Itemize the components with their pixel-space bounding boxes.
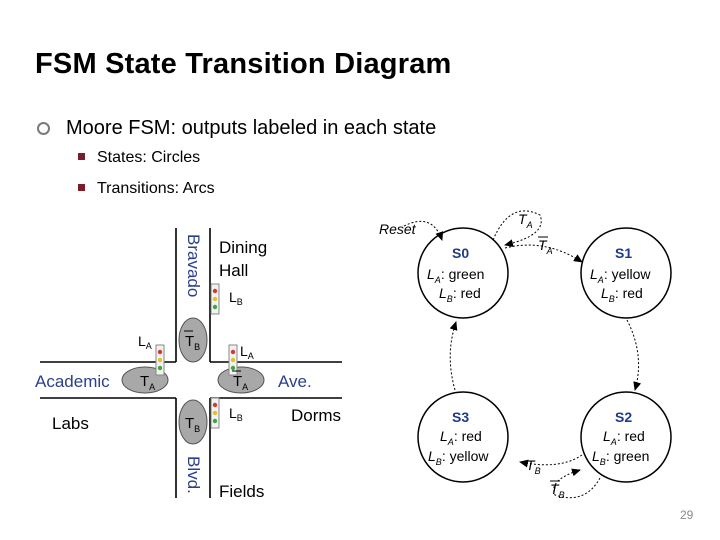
transition-s2-s3 [519,454,583,468]
page-number: 29 [680,508,694,522]
transition-s2-self [553,468,601,499]
state-output-b-s2: LB: green [592,448,649,467]
light-label-la: LA [138,333,152,351]
state-name-s3: S3 [452,409,469,425]
traffic-light-lb-bottom [210,397,220,429]
building-dining-1: Dining [219,238,267,257]
traffic-light-la-right [228,344,238,376]
state-name-s0: S0 [452,245,469,261]
transition-label-ta-bar: TA [538,237,553,256]
sub-bullet-text: Transitions: Arcs [97,180,215,197]
slide-title: FSM State Transition Diagram [35,48,452,80]
state-output-a-s3: LA: red [440,428,482,447]
main-bullet-text: Moore FSM: outputs labeled in each state [66,117,437,139]
square-bullet-icon [78,184,85,191]
sensor-tb-top [178,317,208,363]
street-label-blvd: Blvd. [184,456,203,494]
state-output-a-s2: LA: red [603,428,645,447]
light-label-lb: LB [229,405,243,423]
state-s2 [580,391,672,483]
transition-label-ta: TA [518,211,533,230]
sensor-label: TB [185,333,200,352]
transition-s3-s0 [449,321,458,391]
state-s0 [417,227,509,319]
traffic-light-lb-top [210,283,220,315]
state-output-b-s0: LB: red [439,285,481,304]
sensor-label: TA [233,373,248,392]
street-label-ave: Ave. [278,372,312,391]
building-labs: Labs [52,414,89,433]
light-label-lb: LB [229,289,243,307]
street-label-academic: Academic [35,372,110,391]
state-s1 [580,227,672,319]
state-output-a-s0: LA: green [427,266,484,285]
light-label-la: LA [240,343,254,361]
traffic-light-la-left [155,344,165,376]
building-dining-2: Hall [219,261,248,280]
transition-s1-s2 [626,319,642,391]
state-s3 [417,391,509,483]
transition-s0-self [492,210,542,248]
square-bullet-icon [78,153,85,160]
sensor-tb-bottom [178,399,208,445]
sensor-label: TA [140,373,155,392]
state-name-s2: S2 [615,409,632,425]
sub-bullet-text: States: Circles [97,149,201,166]
state-output-b-s3: LB: yellow [428,448,489,467]
transition-s0-s1 [504,244,583,263]
building-fields: Fields [219,482,264,501]
state-output-b-s1: LB: red [601,285,643,304]
sensor-label: TB [185,415,200,434]
transition-label-tb: TB [526,457,541,476]
street-label-bravado: Bravado [184,234,203,297]
reset-label: Reset [379,221,417,237]
transition-reset [403,220,444,241]
transition-label-tb-bar: TB [550,481,565,500]
circle-bullet-icon [37,122,50,135]
state-name-s1: S1 [615,245,632,261]
building-dorms: Dorms [291,406,341,425]
state-output-a-s1: LA: yellow [590,266,651,285]
